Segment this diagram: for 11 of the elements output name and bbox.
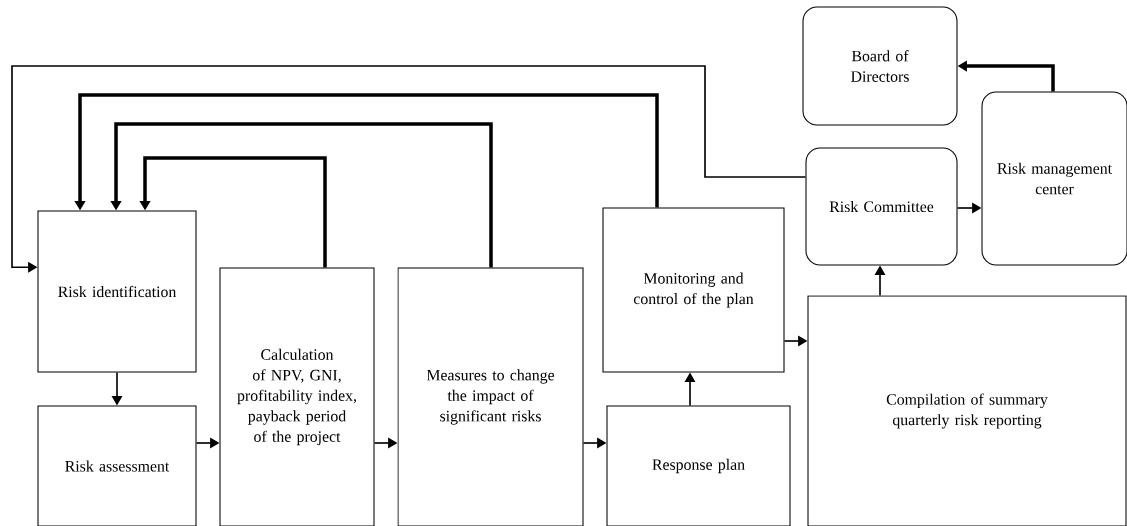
arrow <box>11 65 807 273</box>
process-box: Response plan <box>606 405 791 526</box>
process-box: Risk assessment <box>37 405 197 526</box>
center-box: Risk management center <box>981 91 1127 266</box>
process-box: Measures to change the impact of significant risks <box>397 267 584 526</box>
committee-box: Risk Committee <box>805 147 958 266</box>
board-box: Board of Directors <box>802 6 958 126</box>
process-box: Risk identification <box>37 210 197 373</box>
process-box: Calculation of NPV, GNI, profitability index, payback period of the project <box>219 267 375 526</box>
process-box: Compilation of summary quarterly risk reporting <box>807 295 1127 526</box>
process-box: Monitoring and control of the plan <box>602 207 785 373</box>
